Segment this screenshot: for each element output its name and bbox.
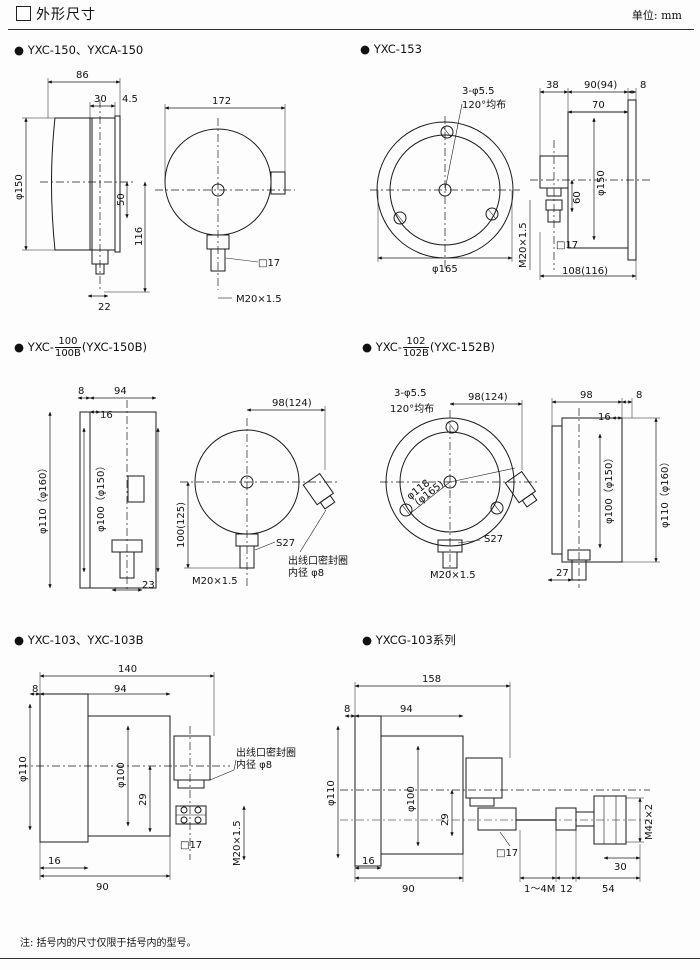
d4-dim-i: 27 xyxy=(556,568,569,579)
d4-front-view xyxy=(380,410,540,576)
d2-dim-angle: 120°均布 xyxy=(462,99,506,111)
d2-dim-a: 38 xyxy=(546,80,559,91)
model-label-6: ● YXCG-103系列 xyxy=(362,633,456,647)
model-label-5: ● YXC-103、YXC-103B xyxy=(14,633,144,647)
unit-label: 单位: mm xyxy=(631,9,682,22)
d2-side-view xyxy=(530,99,650,270)
d2-dim-b: 90(94) xyxy=(584,80,617,91)
d4-dim-g: φ100（φ150） xyxy=(603,453,615,524)
d4-dim-h: φ110（φ160） xyxy=(659,457,671,528)
d6-dim-a: 158 xyxy=(422,674,441,685)
d5-side-view xyxy=(20,693,230,860)
d1-dim-d: 172 xyxy=(212,96,231,107)
d6-dim-n: M42×2 xyxy=(644,804,655,840)
d3-dim-e: φ100（φ150） xyxy=(95,461,107,532)
d2-dim-d: 70 xyxy=(592,100,605,111)
d4-dim-hex: S27 xyxy=(484,534,503,545)
d1-dim-e: φ150 xyxy=(14,174,25,200)
d2-dim-i: 108(116) xyxy=(562,266,608,277)
d6-dim-g: □17 xyxy=(496,848,518,859)
d5-dim-i: 16 xyxy=(48,856,61,867)
d2-dim-holes: 3-φ5.5 xyxy=(462,86,494,97)
model-label-2: ● YXC-153 xyxy=(360,42,422,56)
d6-dim-f: 29 xyxy=(440,813,451,826)
d4-dim-thread: M20×1.5 xyxy=(430,570,476,581)
d5-dim-j: 90 xyxy=(96,882,109,893)
d4-side-view xyxy=(551,408,623,588)
d5-dim-e: φ100 xyxy=(116,762,127,788)
d4-dim-f: 16 xyxy=(598,412,611,423)
d6-dim-e: φ100 xyxy=(406,786,417,812)
d3-dim-c: 16 xyxy=(100,410,113,421)
d3-dim-b: 94 xyxy=(114,386,127,397)
d5-dim-c: 94 xyxy=(114,684,127,695)
d3-dim-f: 23 xyxy=(142,580,155,591)
d3-side-view xyxy=(79,400,157,592)
d6-dim-d: φ110 xyxy=(326,780,337,806)
d1-dim-a: 86 xyxy=(76,70,89,81)
d2-dim-h: φ165 xyxy=(432,264,458,275)
d1-dim-b: 30 xyxy=(94,94,107,105)
d2-front-view xyxy=(370,103,520,270)
checkbox-icon xyxy=(16,6,31,21)
header: 外形尺寸 单位: mm xyxy=(0,0,700,30)
d2-dim-e: φ150 xyxy=(596,170,607,196)
d1-dim-c: 4.5 xyxy=(122,94,138,105)
d6-dim-i: 90 xyxy=(402,884,415,895)
d4-dim-angle: 120°均布 xyxy=(390,403,434,415)
d3-dim-a: 8 xyxy=(78,386,84,397)
bottom-rule xyxy=(0,958,700,959)
d6-dim-h: 16 xyxy=(362,856,375,867)
d1-side-view xyxy=(40,100,135,290)
d2-dim-f: 60 xyxy=(572,191,583,204)
d6-dim-j: 1～4M xyxy=(524,884,555,895)
page-title: 外形尺寸 xyxy=(36,7,96,23)
d3-seal-1: 出线口密封圈 xyxy=(288,554,348,567)
d3-seal-2: 内径 φ8 xyxy=(288,566,324,579)
d5-dim-d: φ110 xyxy=(18,756,29,782)
d1-dim-thread: M20×1.5 xyxy=(236,294,282,305)
d3-dim-h: 100(125) xyxy=(176,502,187,548)
header-rule xyxy=(8,29,694,30)
d3-dim-d: φ110（φ160） xyxy=(37,463,49,534)
d6-dim-l: 54 xyxy=(602,884,615,895)
d5-dim-f: 29 xyxy=(138,793,149,806)
d6-dim-c: 94 xyxy=(400,704,413,715)
d4-dim-d: 98 xyxy=(580,390,593,401)
d6-dim-k: 12 xyxy=(560,884,573,895)
d4-dim-holes: 3-φ5.5 xyxy=(394,388,426,399)
d3-dim-thread: M20×1.5 xyxy=(192,576,238,587)
d5-dim-a: 140 xyxy=(118,664,137,675)
d1-dim-h: 22 xyxy=(98,302,111,313)
d1-dim-f: 50 xyxy=(116,193,127,206)
d6-dim-m: 30 xyxy=(614,862,627,873)
d6-side-view xyxy=(340,715,650,867)
d5-seal-1: 出线口密封圈 xyxy=(236,746,296,759)
d1-dim-g: 116 xyxy=(134,227,145,246)
d3-front-view xyxy=(180,418,340,588)
d4-dim-e: 8 xyxy=(636,390,642,401)
d4-dim-a: 98(124) xyxy=(468,392,508,403)
d2-dim-sq: □17 xyxy=(556,240,578,251)
d5-dim-g: □17 xyxy=(180,840,202,851)
d6-dim-b: 8 xyxy=(344,704,350,715)
d5-seal-2: 内径 φ8 xyxy=(236,758,272,771)
d3-dim-hex: S27 xyxy=(276,538,295,549)
d2-dim-c: 8 xyxy=(640,80,646,91)
d1-dim-sq: □17 xyxy=(258,258,280,269)
footnote: 注: 括号内的尺寸仅限于括号内的型号。 xyxy=(20,938,197,949)
d2-dim-g: M20×1.5 xyxy=(518,222,529,268)
d3-dim-g: 98(124) xyxy=(272,398,312,409)
model-label-1: ● YXC-150、YXCA-150 xyxy=(14,43,144,57)
d5-dim-b: 8 xyxy=(32,684,38,695)
d5-dim-h: M20×1.5 xyxy=(232,820,243,866)
